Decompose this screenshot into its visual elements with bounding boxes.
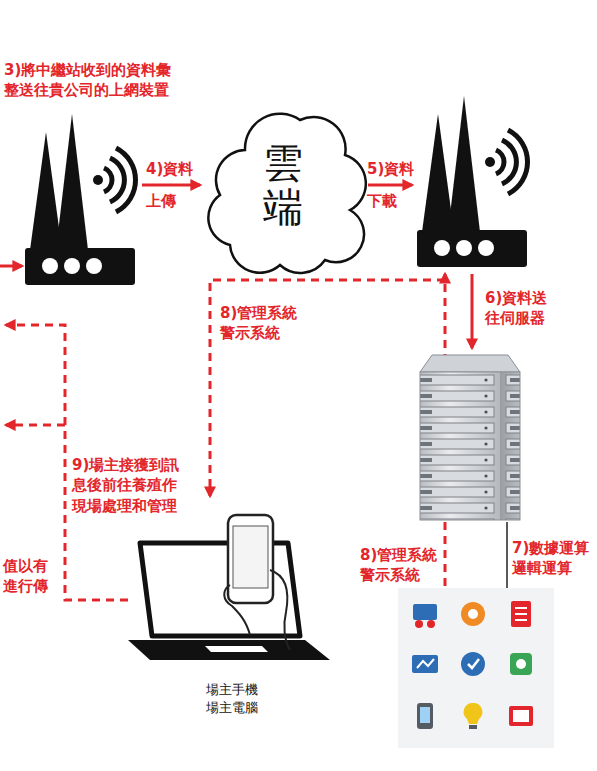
step-label: 8)管理系統 警示系統: [220, 303, 300, 344]
icon: [417, 703, 433, 729]
icon: [412, 655, 438, 673]
edge-label-slot: 4)資料 上傳: [146, 153, 196, 217]
step-label: 9)場主接獲到訊 息後前往養殖作 現場處理和管理: [72, 455, 182, 516]
partial-label: 值以有 進行傳: [3, 556, 50, 597]
label-slot: 6)資料送 往伺服器: [485, 288, 550, 329]
router-node: 3)將中繼站收到的資料彙 整送往貴公司的上網裝置: [25, 110, 140, 288]
cloud-node: 雲端: [200, 95, 365, 275]
cloud-shape: [208, 114, 365, 273]
icon: [510, 653, 532, 675]
cloud-text: 雲端: [263, 141, 303, 229]
icon: [509, 706, 533, 726]
edge-label: 4)資料 上傳: [146, 153, 196, 217]
device-node: 場主手機 場主電腦: [125, 505, 335, 720]
step-label: 7)數據運算 邏輯運算: [512, 538, 592, 579]
download-arrow: [368, 184, 412, 187]
device-caption: 場主手機 場主電腦: [205, 681, 259, 716]
label-slot: 8)管理系統 警示系統: [360, 545, 440, 586]
step-heading: 3)將中繼站收到的資料彙 整送往貴公司的上網裝置: [4, 60, 174, 101]
label-slot: 9)場主接獲到訊 息後前往養殖作 現場處理和管理: [72, 455, 182, 516]
laptop-phone: [128, 515, 330, 660]
flow-arrow: [142, 184, 200, 187]
to-server-arrow: [471, 274, 474, 348]
owner-line-branch: [6, 424, 65, 427]
icon: [511, 601, 531, 627]
router-right: [417, 96, 528, 267]
step-label: 5)資料 下載: [367, 153, 417, 217]
icon: [461, 602, 485, 626]
step-label: 6)資料送 往伺服器: [485, 288, 550, 329]
server: [420, 355, 520, 520]
icon: [464, 703, 483, 729]
icon-panel: [398, 588, 554, 748]
alert-line-down: [210, 280, 445, 496]
step-label: 8)管理系統 警示系統: [360, 545, 440, 586]
icon: [461, 652, 485, 676]
label-slot: 5)資料 下載: [367, 153, 417, 217]
input-arrow: [0, 265, 22, 268]
cloud-outline: [200, 95, 365, 275]
compute-line: [506, 522, 508, 588]
label-slot: 7)數據運算 邏輯運算: [512, 538, 592, 579]
icon: [413, 604, 437, 628]
label-slot: 8)管理系統 警示系統: [220, 303, 300, 344]
owner-line: [6, 325, 128, 600]
router-left: [25, 114, 136, 285]
label-slot: 值以有 進行傳: [3, 556, 50, 597]
